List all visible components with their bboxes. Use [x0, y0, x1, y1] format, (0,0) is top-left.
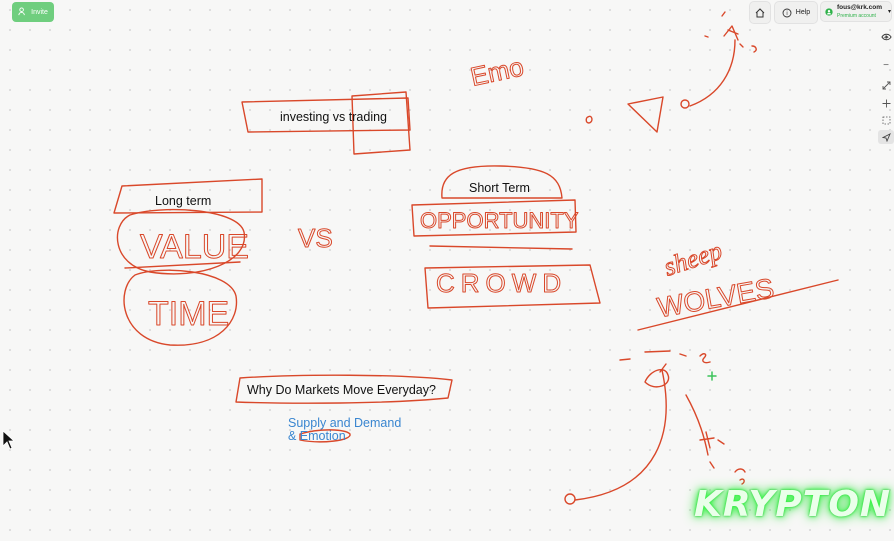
expand-button[interactable]	[878, 78, 894, 92]
zoom-in-button[interactable]: +	[878, 31, 894, 45]
zoom-in-icon: +	[883, 32, 889, 44]
box-crowd	[424, 264, 601, 309]
invite-label: Invite	[31, 8, 48, 16]
help-icon: i	[782, 8, 792, 17]
send-icon	[881, 132, 891, 142]
box-short-term	[441, 165, 563, 199]
zoom-out-icon: −	[883, 59, 889, 71]
send-button[interactable]	[878, 130, 894, 144]
text-long-term[interactable]: Long term	[155, 194, 212, 208]
arc-arrow-top	[689, 39, 736, 107]
user-icon	[825, 7, 833, 16]
account-plan: Premium account	[836, 12, 876, 19]
small-mark	[585, 115, 593, 124]
star-burst	[704, 11, 757, 53]
home-icon	[755, 7, 765, 17]
account-email: fous@krk.com	[836, 3, 882, 11]
wolves-underline	[637, 279, 839, 331]
account-menu[interactable]: fous@krk.com Premium account ▾	[820, 1, 892, 22]
handwritten-value: VALUE	[140, 228, 249, 266]
eye-button[interactable]	[878, 30, 894, 44]
text-investing-vs-trading[interactable]: investing vs trading	[280, 110, 388, 124]
value-strike	[124, 261, 241, 269]
handwritten-opportunity: OPPORTUNITY	[420, 208, 579, 233]
text-supply-demand[interactable]: Supply and Demand	[288, 416, 402, 430]
help-button[interactable]: i Help	[774, 1, 818, 24]
invite-button[interactable]: Invite	[12, 2, 54, 22]
handwritten-vs: VS	[298, 223, 333, 253]
dashes-top	[619, 350, 711, 364]
help-label: Help	[795, 9, 811, 16]
oval-time	[123, 269, 238, 346]
scribble-bottom	[699, 431, 746, 485]
text-why-markets[interactable]: Why Do Markets Move Everyday?	[247, 383, 436, 397]
box-opportunity	[411, 199, 577, 237]
select-button[interactable]	[878, 113, 894, 127]
chevron-down-icon: ▾	[887, 9, 891, 15]
arrow-down-left	[574, 369, 667, 501]
triangle-sketch	[627, 96, 664, 133]
arrow-down-right	[685, 394, 709, 456]
handwritten-emo: Emo	[468, 51, 527, 91]
add-user-icon	[18, 6, 27, 18]
select-icon	[882, 116, 890, 124]
eye-icon	[880, 33, 892, 41]
move-button[interactable]	[878, 96, 894, 110]
oval-emotion	[299, 429, 351, 443]
fish-sketch	[644, 363, 670, 388]
expand-icon	[882, 81, 890, 89]
end-circle	[564, 493, 576, 505]
circle-sketch	[680, 99, 690, 109]
handwritten-time: TIME	[148, 295, 229, 333]
text-emotion[interactable]: & Emotion	[288, 429, 346, 443]
opportunity-underline	[429, 245, 573, 250]
box-long-term	[113, 178, 263, 214]
oval-value	[116, 208, 246, 275]
text-short-term[interactable]: Short Term	[469, 181, 530, 195]
zoom-out-button[interactable]: −	[878, 58, 894, 72]
box-why-markets	[235, 374, 453, 404]
box-trading-overlay	[351, 91, 411, 155]
svg-text:i: i	[786, 11, 787, 17]
mouse-cursor-icon	[2, 430, 16, 450]
krypton-watermark: KRYPTON	[694, 484, 892, 525]
handwritten-crowd: CROWD	[436, 268, 567, 298]
home-button[interactable]	[749, 1, 771, 24]
handwritten-sheep: sheep	[660, 236, 725, 282]
move-icon	[882, 99, 890, 107]
green-cross	[707, 371, 717, 381]
